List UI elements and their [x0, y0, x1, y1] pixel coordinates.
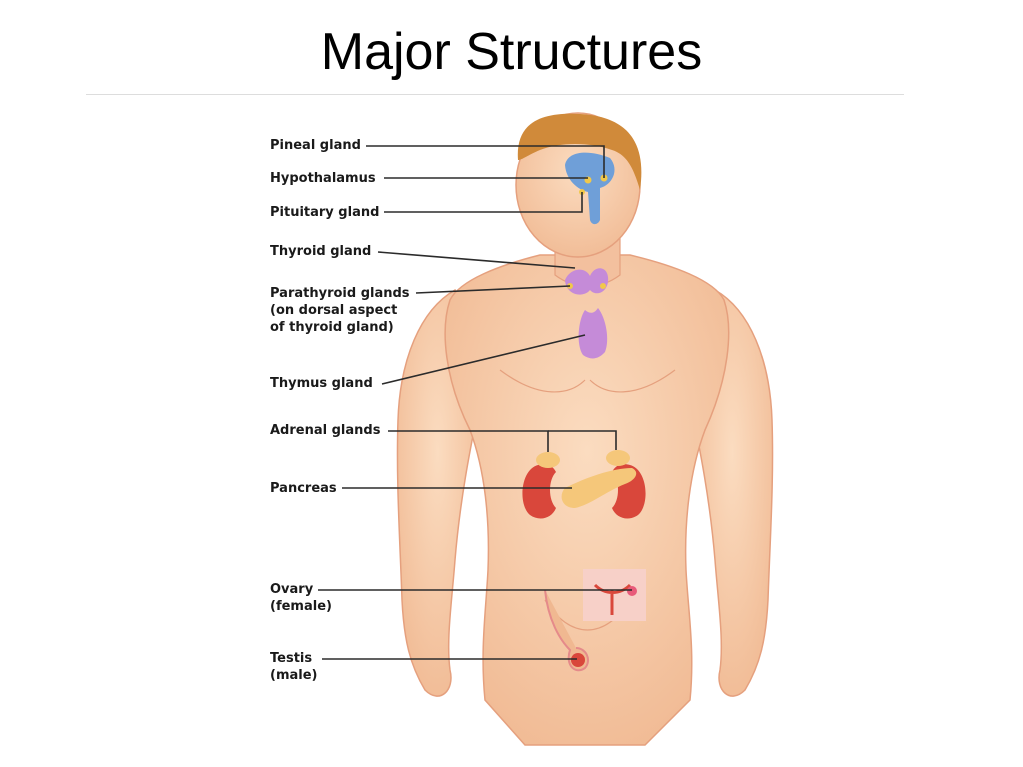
- right-adrenal: [606, 450, 630, 466]
- slide-title: Major Structures: [320, 23, 703, 81]
- uterus-shape: [593, 583, 632, 615]
- left-kidney: [522, 464, 556, 519]
- pancreas-shape: [561, 468, 637, 508]
- label-ovary: Ovary (female): [270, 581, 332, 615]
- label-hypothalamus: Hypothalamus: [270, 171, 376, 186]
- ovary-line-1: Ovary: [270, 582, 314, 597]
- ovary-marker: [627, 586, 637, 596]
- testis-line-2: (male): [270, 668, 318, 683]
- parathyroid-marker-2: [600, 283, 606, 289]
- label-pineal-gland: Pineal gland: [270, 138, 361, 153]
- label-thymus-gland: Thymus gland: [270, 376, 373, 391]
- testis-line-1: Testis: [270, 651, 313, 666]
- ovary-line-2: (female): [270, 599, 332, 614]
- testis-marker: [571, 653, 585, 667]
- title-divider: [86, 94, 904, 95]
- parathyroid-line-2: (on dorsal aspect: [270, 303, 398, 318]
- leader-lines: [318, 145, 632, 660]
- label-testis: Testis (male): [270, 650, 317, 684]
- parathyroid-line-3: of thyroid gland): [270, 320, 394, 335]
- label-pancreas: Pancreas: [270, 481, 337, 496]
- brain-region: [565, 152, 615, 225]
- left-adrenal: [536, 452, 560, 468]
- label-parathyroid-glands: Parathyroid glands (on dorsal aspect of …: [270, 285, 410, 336]
- label-pituitary-gland: Pituitary gland: [270, 205, 380, 220]
- parathyroid-line-1: Parathyroid glands: [270, 286, 410, 301]
- uterus-inset: [583, 569, 646, 621]
- label-thyroid-gland: Thyroid gland: [270, 244, 372, 259]
- thymus-gland-shape: [578, 308, 608, 359]
- label-adrenal-glands: Adrenal glands: [270, 423, 381, 438]
- body-silhouette: [396, 112, 774, 746]
- thyroid-gland-shape: [565, 268, 609, 295]
- male-organ-shape: [544, 589, 589, 672]
